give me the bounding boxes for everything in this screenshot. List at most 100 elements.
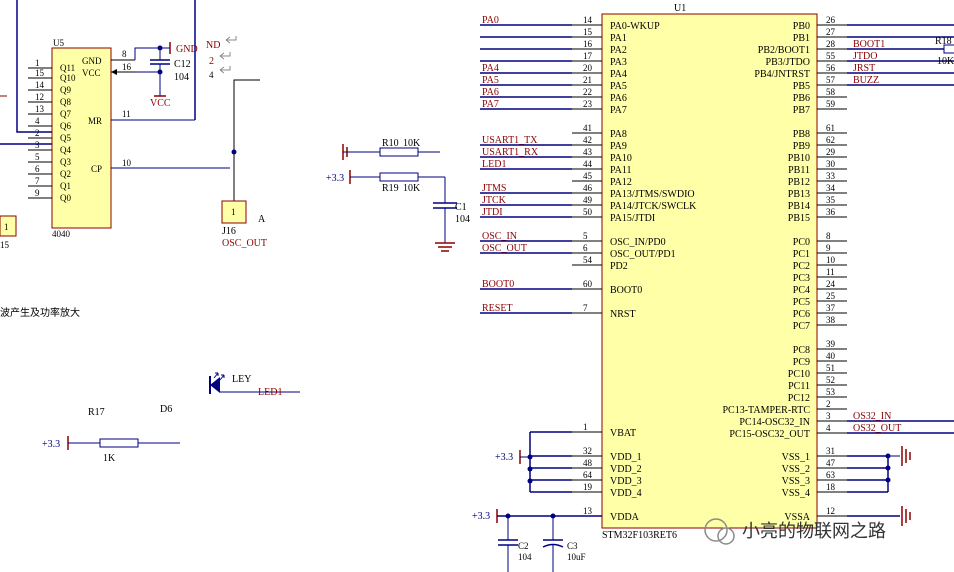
u1-left-pin-num: 46: [583, 183, 593, 193]
u5-left-pin-name: Q5: [60, 133, 71, 143]
u1-right-net-label: OS32_OUT: [853, 423, 901, 434]
u1-right-pin-num: 3: [826, 411, 831, 421]
u1-right-pin-name: PC15-OSC32_OUT: [729, 429, 810, 440]
u1-ground-wiring: [860, 446, 911, 526]
d6-val: LEY: [232, 374, 251, 385]
u5-pin-gnd-num: 8: [122, 49, 127, 59]
u1-right-pin-num: 62: [826, 135, 835, 145]
u1-designator: U1: [674, 3, 686, 14]
u1-right-pin-num: 25: [826, 291, 836, 301]
c1-val: 104: [455, 214, 470, 225]
u5-left-pin-name: Q0: [60, 193, 71, 203]
u1-left-pin-name: PA5: [610, 81, 627, 92]
u5-pin-mr-name: MR: [88, 116, 102, 126]
u1-right-pin-name: PC13-TAMPER-RTC: [723, 405, 811, 416]
u5-pin-vcc-name: VCC: [82, 68, 101, 78]
u1-left-pin-name: PA8: [610, 129, 627, 140]
r19-body: [379, 172, 419, 182]
c12-vcc-dot: [157, 69, 163, 75]
u1-right-pin-name: PC5: [793, 297, 810, 308]
u1-right-pin-num: 33: [826, 171, 836, 181]
u1-left-pin-name: PA12: [610, 177, 632, 188]
led-triangle-icon: [210, 377, 220, 393]
u1-right-pin-num: 52: [826, 375, 835, 385]
u1-left-net-label: PA7: [482, 99, 499, 110]
u5-left-pin-name: Q8: [60, 97, 71, 107]
u1-left-net-label: PA6: [482, 87, 499, 98]
u1-right-pin-num: 55: [826, 51, 836, 61]
j16-connector: 1 J16 OSC_OUT A: [221, 79, 267, 249]
u1-right-pin-num: 29: [826, 147, 836, 157]
wechat-logo-icon: [704, 518, 728, 542]
u1-right-pin-num: 31: [826, 446, 835, 456]
u5-pin-cp-num: 10: [122, 158, 132, 168]
u1-left-pin-name: PA11: [610, 165, 632, 176]
u1-right-pin-name: VSS_3: [782, 476, 810, 487]
u1-left-pin-num: 32: [583, 446, 592, 456]
u1-left-pin-num: 15: [583, 27, 593, 37]
u5-left-pin-name: Q10: [60, 73, 76, 83]
u1-right-pin-num: 38: [826, 315, 836, 325]
c12-top-wire: [134, 47, 170, 60]
u1-right-pin-num: 56: [826, 63, 836, 73]
vdd-dot: [527, 466, 533, 472]
left-partial-part: [0, 215, 17, 237]
u1-left-pin-num: 60: [583, 279, 593, 289]
u5-left-pin-name: Q7: [60, 109, 71, 119]
u1-right-pin-name: PB2/BOOT1: [758, 45, 810, 56]
u1-left-pin-num: 50: [583, 207, 593, 217]
r19-ref: R19: [382, 183, 399, 194]
label-2: 2: [209, 56, 214, 67]
u5-feedback-wire: [16, 0, 52, 133]
return-glyph-icon: [219, 66, 231, 74]
u5-left-pin-num: 5: [35, 152, 40, 162]
u1-right-pin-num: 12: [826, 506, 835, 516]
u1-left-pin-num: 44: [583, 159, 593, 169]
c3-val: 10uF: [567, 552, 586, 562]
u5-left-pin-num: 6: [35, 164, 40, 174]
watermark-text: 小亮的物联网之路: [742, 521, 886, 542]
vss-dot: [885, 477, 891, 483]
u1-left-pin-name: PA4: [610, 69, 627, 80]
u1-mcu: U1 STM32F103RET6 14PA0-WKUPPA015PA116PA2…: [480, 3, 954, 541]
u1-right-pin-name: VSS_1: [782, 452, 810, 463]
u1-left-pin-num: 48: [583, 458, 593, 468]
r18-ref: R18: [935, 36, 952, 47]
u1-left-pin-num: 1: [583, 422, 588, 432]
u5-pin-cp-name: CP: [91, 164, 102, 174]
u5-left-pin-num: 7: [35, 176, 40, 186]
u5-left-pin-num: 2: [35, 128, 40, 138]
r17-val: 1K: [103, 453, 116, 464]
j16-net: OSC_OUT: [222, 238, 267, 249]
u1-left-pin-name: PA7: [610, 105, 627, 116]
u1-right-pin-num: 37: [826, 303, 836, 313]
u1-right-pin-name: PC6: [793, 309, 810, 320]
u1-left-pin-num: 22: [583, 87, 592, 97]
u5-left-pin-name: Q9: [60, 85, 71, 95]
u1-right-pin-name: PC4: [793, 285, 810, 296]
u1-part: STM32F103RET6: [602, 530, 677, 541]
j16-body: [221, 200, 247, 224]
u1-right-pin-name: PB15: [788, 213, 810, 224]
u5-left-pin-name: Q1: [60, 181, 71, 191]
u1-right-pin-name: PB13: [788, 189, 810, 200]
u1-power-wiring: +3.3 +3.3 C2 104 C3 10uF: [472, 432, 602, 572]
r18-body: [943, 44, 954, 54]
r17-body: [99, 438, 139, 448]
r19-supply-label: +3.3: [326, 173, 344, 184]
u1-right-pin-name: PC0: [793, 237, 810, 248]
vdda-supply-label: +3.3: [472, 511, 490, 522]
u1-right-pin-name: VSS_2: [782, 464, 810, 475]
u1-right-pin-num: 9: [826, 243, 831, 253]
r18-val: 10K: [937, 56, 954, 67]
u1-left-pin-num: 20: [583, 63, 593, 73]
u1-left-pin-name: NRST: [610, 309, 636, 320]
u5-designator: U5: [53, 38, 64, 48]
u1-right-pin-name: PC10: [788, 369, 810, 380]
u1-right-pin-name: PC12: [788, 393, 810, 404]
u1-left-pin-name: OSC_IN/PD0: [610, 237, 666, 248]
c12-ref: C12: [174, 59, 191, 70]
u1-right-pin-name: PC2: [793, 261, 810, 272]
u1-right-pin-name: PB9: [793, 141, 810, 152]
